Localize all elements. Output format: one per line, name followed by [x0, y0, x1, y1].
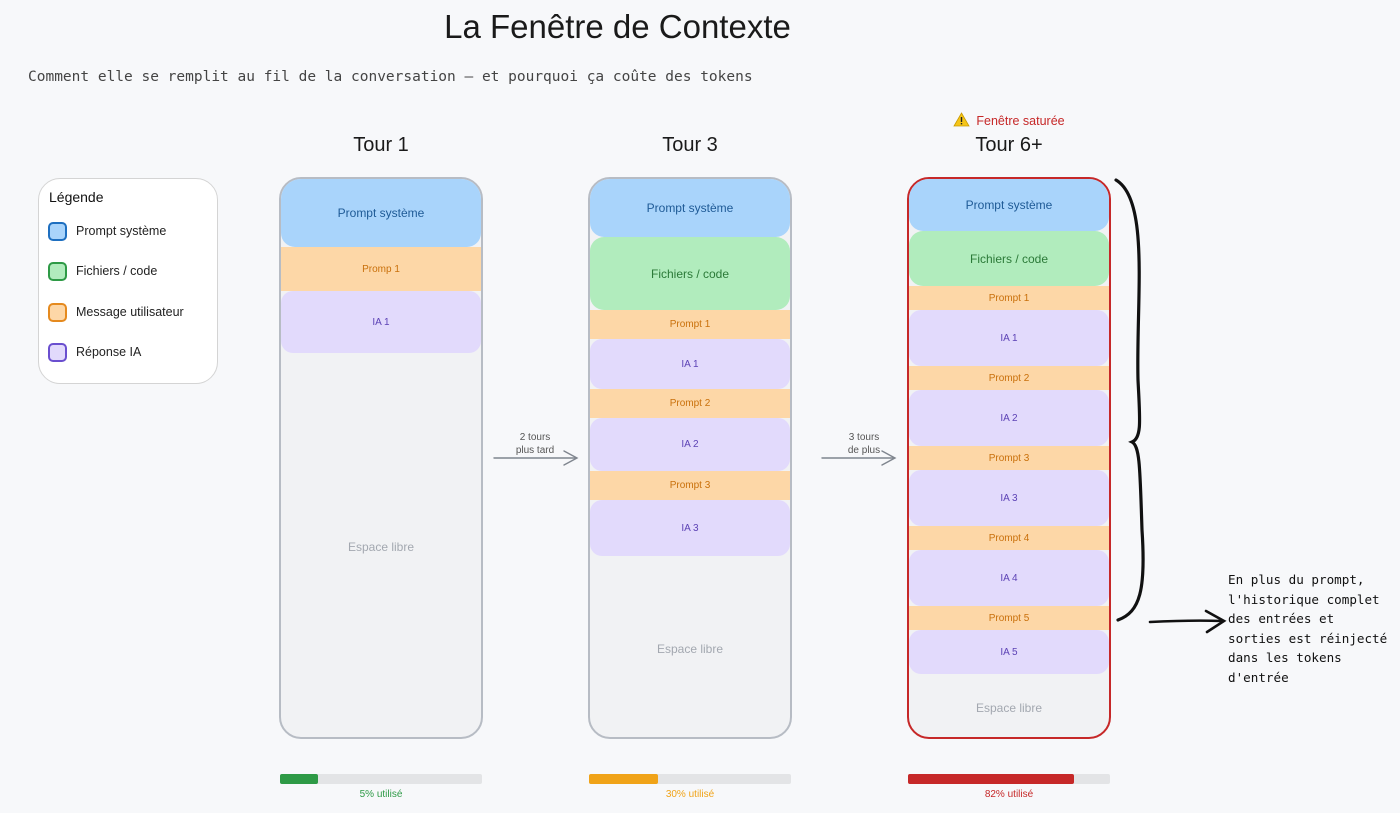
- arrow-label-line: plus tard: [515, 445, 555, 456]
- segment-ai: IA 3: [590, 500, 790, 556]
- note-line: d'entrée: [1228, 669, 1289, 685]
- segment-ai: IA 3: [909, 470, 1109, 526]
- legend-item-system-prompt: Prompt système: [48, 220, 166, 242]
- note-line: des entrées et: [1228, 611, 1335, 627]
- segment-ai: IA 1: [909, 310, 1109, 366]
- annotation-note: En plus du prompt, l'historique complet …: [1228, 570, 1398, 688]
- usage-label-tour-1: 5% utilisé: [359, 789, 403, 800]
- legend-item-user-message: Message utilisateur: [48, 301, 184, 323]
- usage-bar-fill: [280, 774, 319, 784]
- legend-item-ai-response: Réponse IA: [48, 341, 141, 363]
- usage-bar-tour-1: [280, 774, 482, 784]
- segment-ai: IA 2: [590, 418, 790, 471]
- segment-user: Prompt 3: [590, 471, 790, 500]
- usage-bar-tour-6: [908, 774, 1110, 784]
- segment-ai: IA 4: [909, 550, 1109, 606]
- segment-free: Espace libre: [347, 540, 415, 554]
- usage-label-tour-3: 30% utilisé: [665, 789, 715, 800]
- arrow-label-3-tours: 3 tours de plus: [824, 431, 904, 457]
- segment-sys: Prompt système: [590, 179, 790, 237]
- segment-user: Promp 1: [281, 247, 481, 291]
- segment-files: Fichiers / code: [590, 237, 790, 310]
- legend-label-files: Fichiers / code: [76, 264, 158, 278]
- warning-label: Fenêtre saturée: [976, 114, 1065, 128]
- segment-free: Espace libre: [656, 641, 724, 656]
- column-title-tour-3: Tour 3: [662, 134, 718, 156]
- segment-free: Espace libre: [975, 700, 1043, 715]
- note-line: dans les tokens: [1228, 650, 1342, 666]
- segment-ai: IA 2: [909, 390, 1109, 446]
- note-line: sorties est réinjecté: [1228, 630, 1388, 646]
- usage-label-tour-6: 82% utilisé: [984, 789, 1034, 800]
- segment-user: Prompt 2: [590, 389, 790, 418]
- legend-box: Légende Prompt système Fichiers / code M…: [38, 178, 218, 384]
- legend-label-user-message: Message utilisateur: [76, 305, 184, 319]
- column-title-tour-6: Tour 6+: [975, 134, 1043, 156]
- arrow-label-line: 3 tours: [848, 432, 880, 443]
- segment-user: Prompt 5: [909, 606, 1109, 630]
- warning-icon: [953, 112, 971, 130]
- segment-ai: IA 1: [590, 339, 790, 389]
- legend-label-system-prompt: Prompt système: [76, 224, 167, 238]
- legend-swatch-user-message: [48, 302, 67, 322]
- saturation-warning: Fenêtre saturée: [907, 112, 1111, 130]
- arrow-label-line: 2 tours: [519, 432, 551, 443]
- segment-sys: Prompt système: [281, 179, 481, 247]
- note-line: l'historique complet: [1228, 591, 1380, 607]
- legend-swatch-system-prompt: [48, 221, 67, 241]
- segment-user: Prompt 2: [909, 366, 1109, 390]
- arrow-label-2-tours: 2 tours plus tard: [495, 431, 575, 457]
- note-arrow-head: [1204, 609, 1227, 634]
- segment-ai: IA 5: [909, 630, 1109, 674]
- usage-bar-fill: [908, 774, 1074, 784]
- usage-bar-tour-3: [589, 774, 791, 784]
- diagram-title: La Fenêtre de Contexte: [444, 8, 791, 45]
- segment-sys: Prompt système: [909, 179, 1109, 231]
- usage-bar-fill: [589, 774, 658, 784]
- note-arrow-line: [1148, 619, 1224, 624]
- segment-user: Prompt 4: [909, 526, 1109, 550]
- segment-ai: IA 1: [281, 291, 481, 353]
- legend-title: Légende: [49, 189, 104, 205]
- segment-user: Prompt 1: [909, 286, 1109, 310]
- segment-user: Prompt 3: [909, 446, 1109, 470]
- segment-user: Prompt 1: [590, 310, 790, 339]
- legend-label-ai-response: Réponse IA: [76, 345, 142, 359]
- legend-swatch-ai-response: [48, 342, 67, 362]
- diagram-subtitle: Comment elle se remplit au fil de la con…: [28, 69, 753, 85]
- curly-brace-shape: [1114, 178, 1145, 622]
- segment-files: Fichiers / code: [909, 231, 1109, 286]
- legend-swatch-files: [48, 261, 67, 281]
- column-title-tour-1: Tour 1: [353, 134, 409, 156]
- note-line: En plus du prompt,: [1228, 572, 1365, 587]
- arrow-label-line: de plus: [847, 445, 881, 456]
- legend-item-files: Fichiers / code: [48, 260, 157, 282]
